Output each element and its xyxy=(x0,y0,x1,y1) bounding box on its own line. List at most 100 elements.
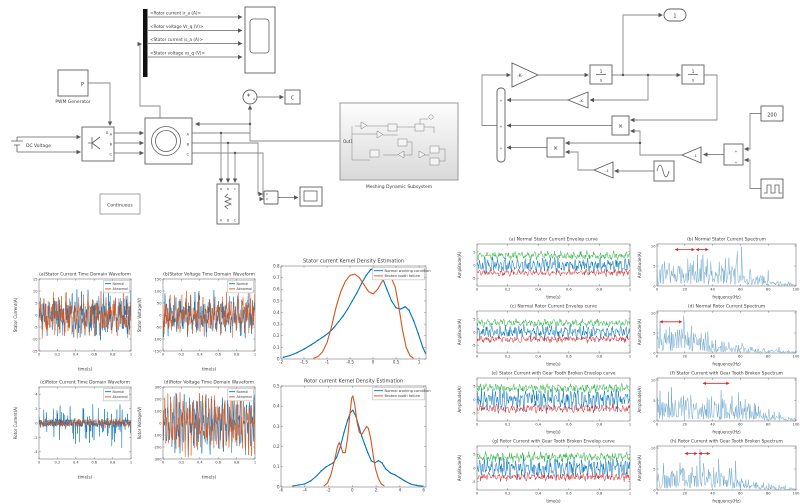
gain-m1-block[interactable]: -1 xyxy=(592,161,614,179)
svg-text:0: 0 xyxy=(656,288,659,292)
mux-block[interactable] xyxy=(263,190,279,205)
svg-text:0.3: 0.3 xyxy=(273,424,280,429)
integrator1-block[interactable]: 1 s xyxy=(589,64,613,85)
svg-text:(a) Normal Stator Current Enve: (a) Normal Stator Current Envelop curve xyxy=(509,237,598,243)
svg-text:10: 10 xyxy=(651,311,656,315)
svg-text:(f) Stator Current with Gear T: (f) Stator Current with Gear Tooth Broke… xyxy=(670,371,783,377)
scope2-block[interactable] xyxy=(299,186,323,207)
svg-text:time(s): time(s) xyxy=(78,367,93,372)
sum-plus: + xyxy=(499,124,502,129)
svg-text:300: 300 xyxy=(155,385,163,389)
goto-label: C xyxy=(291,96,295,102)
pulse-generator-block[interactable] xyxy=(760,178,784,199)
subsystem-preview xyxy=(351,114,446,166)
sum-block[interactable]: + + + xyxy=(496,87,506,163)
svg-text:0.4: 0.4 xyxy=(197,353,203,357)
machine-port-b: B xyxy=(187,143,190,147)
dc-voltage-block[interactable] xyxy=(11,137,23,152)
svg-text:0: 0 xyxy=(476,492,479,496)
product1-block[interactable]: × xyxy=(611,115,630,136)
svg-text:0.6: 0.6 xyxy=(215,353,221,357)
branch-port-B: B xyxy=(227,219,229,223)
svg-text:40: 40 xyxy=(710,355,715,359)
svg-text:0.8: 0.8 xyxy=(597,492,603,496)
svg-text:0.1: 0.1 xyxy=(273,345,280,350)
svg-text:0: 0 xyxy=(277,484,280,489)
pwm-generator-block[interactable]: P xyxy=(57,69,89,97)
meshing-subsystem-block[interactable]: Out1 xyxy=(339,102,459,181)
svg-text:0.8: 0.8 xyxy=(273,263,280,268)
svg-text:60: 60 xyxy=(738,492,743,496)
branch-port-c: c xyxy=(234,187,236,191)
svg-text:Broken tooth failure: Broken tooth failure xyxy=(385,394,421,398)
sine-wave-block[interactable] xyxy=(653,160,675,182)
svg-text:-2: -2 xyxy=(327,488,331,493)
svg-text:0.1: 0.1 xyxy=(273,464,280,469)
svg-text:1: 1 xyxy=(254,461,256,465)
branch-port-A: A xyxy=(220,219,223,223)
svg-text:1: 1 xyxy=(130,353,132,357)
universal-bridge-block[interactable]: g A B C xyxy=(81,126,115,162)
svg-text:0.7: 0.7 xyxy=(273,275,280,280)
svg-text:1: 1 xyxy=(629,423,631,427)
rlc-branch-block[interactable]: a b c A B C xyxy=(216,183,240,225)
svg-text:Abnormal: Abnormal xyxy=(113,395,128,399)
svg-text:10: 10 xyxy=(33,289,38,293)
svg-text:Stator current Kernel Density: Stator current Kernel Density Estimation xyxy=(303,259,404,265)
svg-text:0: 0 xyxy=(476,423,479,427)
svg-text:-2: -2 xyxy=(279,360,283,365)
svg-text:0.5: 0.5 xyxy=(393,360,400,365)
svg-text:50: 50 xyxy=(157,301,162,305)
powergui-block[interactable]: Continuous xyxy=(99,193,141,215)
svg-text:(d)Rotor Voltage Time Domain W: (d)Rotor Voltage Time Domain Waveform xyxy=(164,380,254,386)
gain-k1-block[interactable]: -K- xyxy=(511,62,540,88)
product1-label: × xyxy=(618,123,623,130)
svg-text:0.8: 0.8 xyxy=(234,461,240,465)
svg-text:100: 100 xyxy=(155,289,163,293)
svg-text:1: 1 xyxy=(629,492,631,496)
svg-text:Normal: Normal xyxy=(237,282,249,286)
outport-block[interactable]: 1 xyxy=(663,8,687,22)
integrator2-num: 1 xyxy=(692,69,695,75)
measurement-block[interactable] xyxy=(242,89,258,105)
bus-selector[interactable] xyxy=(143,9,148,77)
branch-port-C: C xyxy=(234,219,237,223)
svg-text:0.2: 0.2 xyxy=(55,353,61,357)
svg-text:-6: -6 xyxy=(279,488,283,493)
scope-block[interactable] xyxy=(244,6,276,74)
constant-block[interactable]: 200 xyxy=(760,105,784,122)
asynchronous-machine-block[interactable]: A B C xyxy=(144,117,193,165)
svg-text:15: 15 xyxy=(33,277,38,281)
svg-text:100: 100 xyxy=(793,288,800,292)
sum-plus: + xyxy=(499,98,502,103)
svg-text:40: 40 xyxy=(710,423,715,427)
gain-k2-label: -K- xyxy=(579,99,584,103)
svg-text:5: 5 xyxy=(473,453,475,457)
product2-block[interactable]: × xyxy=(546,137,565,158)
gain-m2-block[interactable]: -1 xyxy=(680,146,702,164)
integrator2-block[interactable]: 1 s xyxy=(681,64,705,85)
add-block[interactable]: + + xyxy=(723,143,744,166)
gain-k2-block[interactable]: -K- xyxy=(566,91,589,109)
svg-text:-5: -5 xyxy=(472,344,476,348)
bridge-port-c: C xyxy=(110,153,113,157)
svg-text:80: 80 xyxy=(766,288,771,292)
svg-text:(e) Stator Current with Gear T: (e) Stator Current with Gear Tooth Broke… xyxy=(491,371,615,377)
svg-text:5: 5 xyxy=(653,399,655,403)
svg-text:80: 80 xyxy=(766,492,771,496)
svg-text:1: 1 xyxy=(130,461,132,465)
goto-tag-block[interactable]: C xyxy=(284,89,301,105)
svg-text:-5: -5 xyxy=(472,411,476,415)
svg-text:-15: -15 xyxy=(32,349,38,353)
svg-text:40: 40 xyxy=(710,288,715,292)
svg-text:1: 1 xyxy=(629,355,631,359)
machine-port-a: A xyxy=(187,133,190,137)
svg-text:Abnormal: Abnormal xyxy=(113,287,128,291)
